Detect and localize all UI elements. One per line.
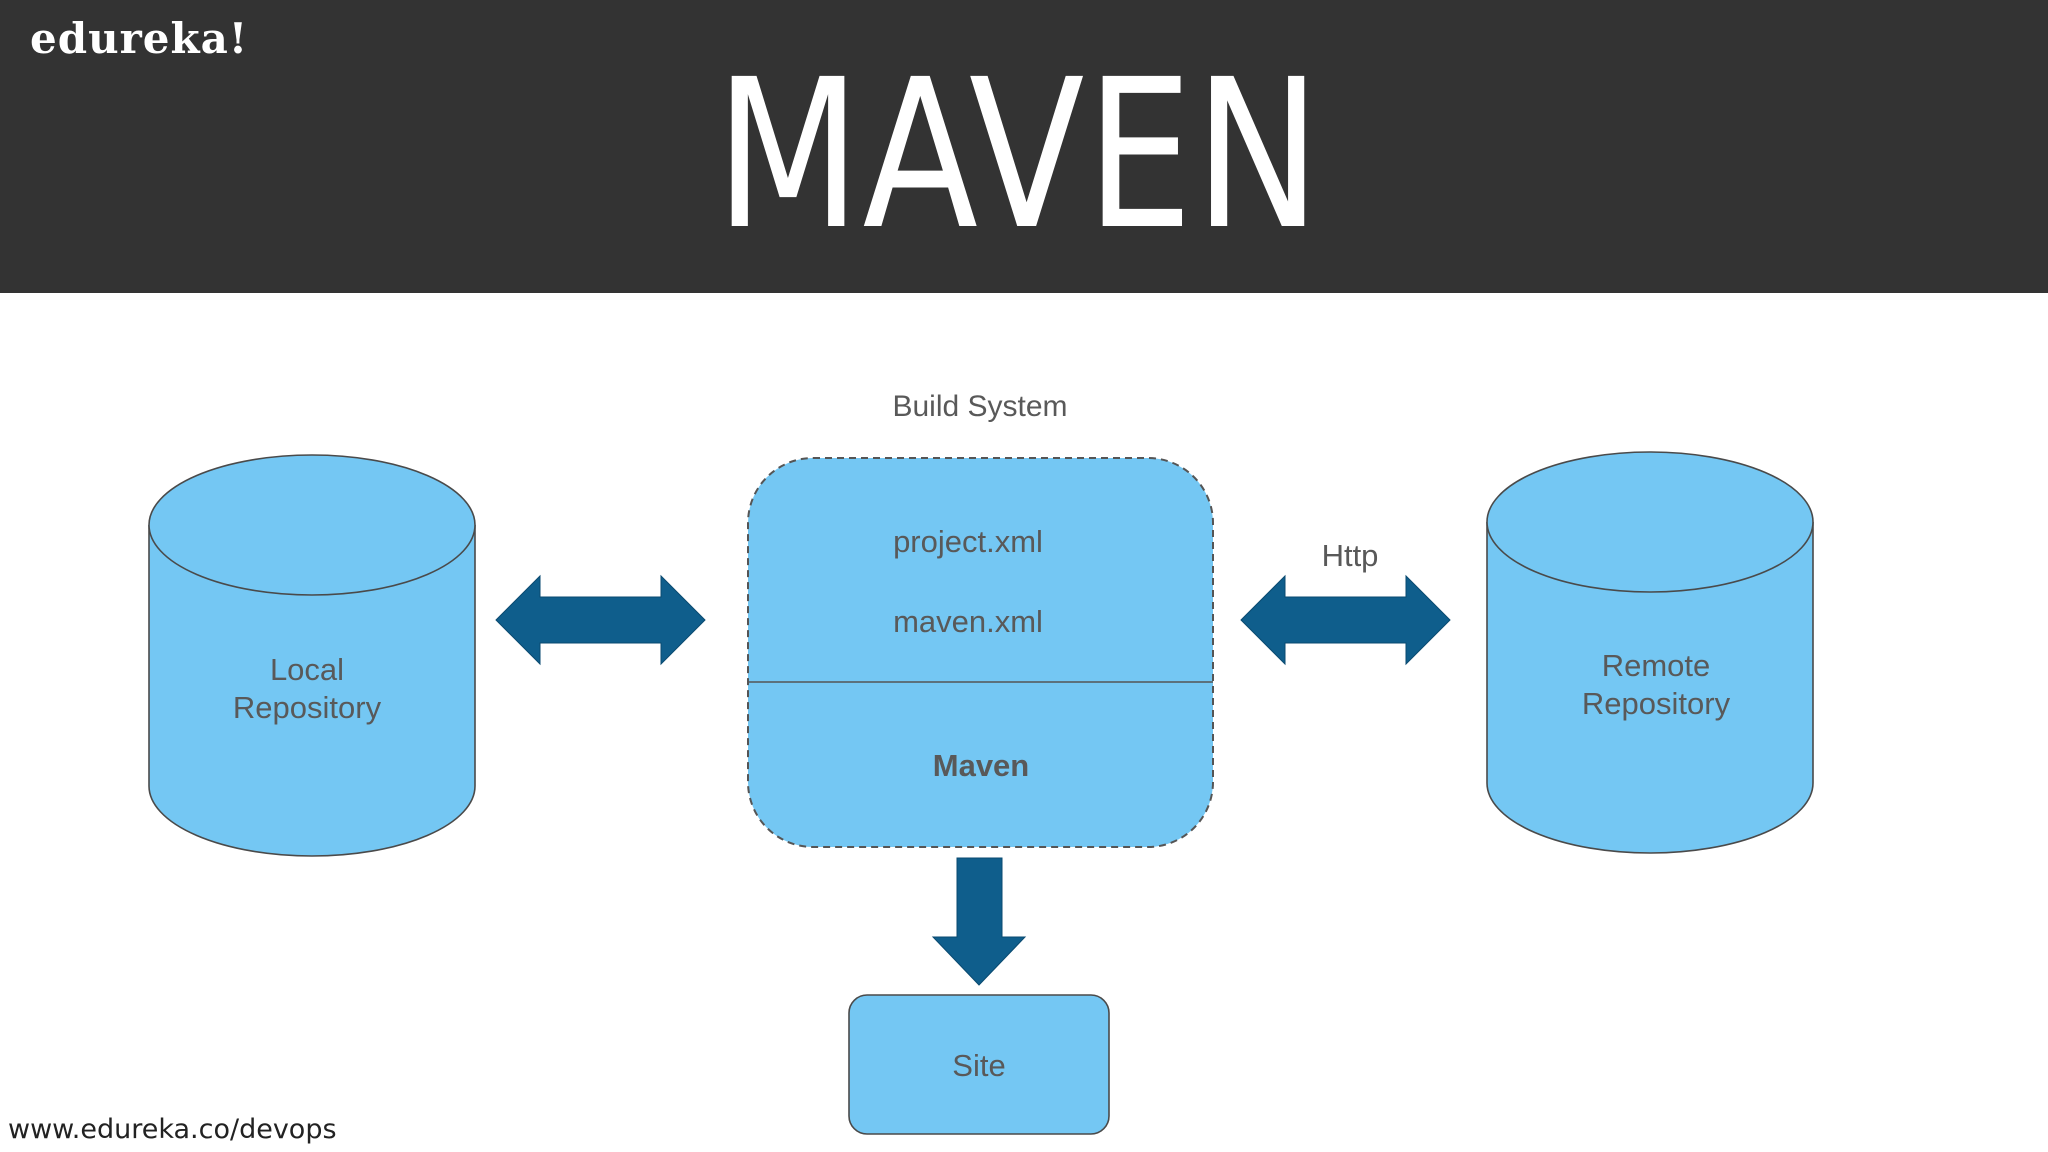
remote-repository-cylinder: Remote Repository [1486, 451, 1814, 854]
remote-repository-label-line1: Remote [1602, 648, 1711, 683]
project-xml-label: project.xml [893, 524, 1043, 559]
header-bar: edureka! MAVEN ARCHITECTURE [0, 0, 2048, 500]
local-repository-cylinder: Local Repository [148, 454, 476, 857]
http-label: Http [1322, 538, 1379, 573]
build-system-box: project.xml maven.xml Maven [747, 457, 1214, 848]
down-arrow [931, 857, 1027, 986]
maven-xml-label: maven.xml [893, 604, 1043, 639]
build-system-label: Build System [892, 390, 1067, 423]
brand-logo: edureka! [30, 14, 249, 63]
site-label: Site [952, 1048, 1005, 1083]
remote-repository-label-line2: Repository [1582, 686, 1731, 721]
local-repository-label-line1: Local [270, 652, 344, 687]
maven-label: Maven [933, 748, 1029, 783]
site-box: Site [848, 994, 1110, 1135]
double-arrow-left [495, 574, 706, 666]
double-arrow-right [1240, 574, 1451, 666]
footer-url: www.edureka.co/devops [8, 1114, 337, 1145]
local-repository-label-line2: Repository [233, 690, 382, 725]
